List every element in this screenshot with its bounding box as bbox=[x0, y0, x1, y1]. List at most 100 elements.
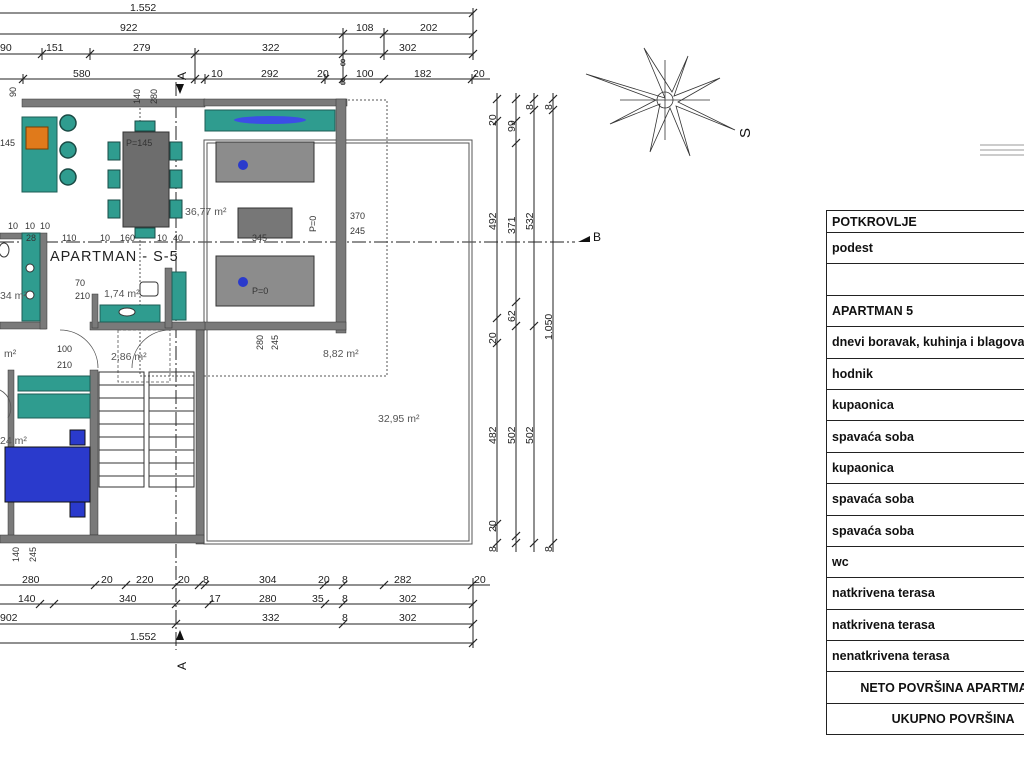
dim-r1-1: 492 bbox=[487, 212, 499, 230]
dim-misc-245b: 245 bbox=[270, 335, 280, 350]
dim-misc-100: 100 bbox=[57, 344, 72, 354]
table-cell-label: spavaća soba bbox=[825, 420, 1024, 453]
dim-mid-1: 10 bbox=[25, 221, 35, 231]
top-dimension-ticks bbox=[18, 8, 478, 84]
table-row: natkrivena terasa bbox=[825, 608, 1024, 642]
area-terrace-open: 32,95 m² bbox=[378, 413, 420, 425]
guitar-icons bbox=[238, 160, 248, 287]
table-header: POTKROVLJE bbox=[825, 210, 1024, 233]
decorative-lines bbox=[980, 144, 1024, 156]
dim-mid-6: 160 bbox=[120, 233, 135, 243]
dim-b3-0: 902 bbox=[0, 612, 18, 624]
dim-top-row4-0: 580 bbox=[73, 68, 91, 80]
apartment-title: APARTMAN - S-5 bbox=[50, 249, 179, 265]
dim-r4-0: 8 bbox=[543, 104, 555, 110]
table-row: APARTMAN 5 bbox=[825, 294, 1024, 328]
table-cell-label: hodnik bbox=[825, 357, 1024, 390]
dim-int-145: 145 bbox=[0, 138, 15, 148]
dim-misc-370: 370 bbox=[350, 211, 365, 221]
dim-top-row3-4: 8 bbox=[340, 57, 346, 69]
dim-mid-8: 40 bbox=[173, 233, 183, 243]
dim-r4-1: 1.050 bbox=[543, 314, 555, 340]
table-row: kupaonica bbox=[825, 451, 1024, 485]
stair-treads bbox=[99, 384, 194, 477]
bathroom-fixtures bbox=[0, 242, 159, 317]
dim-b3-3: 302 bbox=[399, 612, 417, 624]
dim-b2-3: 280 bbox=[259, 593, 277, 605]
bar-stools bbox=[59, 114, 77, 186]
right-dimension-ticks bbox=[492, 94, 558, 548]
dim-mid-3: 28 bbox=[26, 233, 36, 243]
dim-b2-5: 8 bbox=[342, 593, 348, 605]
dim-top-row3-0: 90 bbox=[0, 42, 12, 54]
dim-b1-3: 20 bbox=[178, 574, 190, 586]
table-row: hodnik bbox=[825, 357, 1024, 390]
coffee-table bbox=[237, 207, 293, 239]
dim-r1-3: 482 bbox=[487, 426, 499, 444]
right-dimension-lines bbox=[496, 93, 554, 552]
table-cell-label: natkrivena terasa bbox=[825, 608, 1024, 642]
lamp-glow bbox=[234, 116, 306, 124]
section-b-label: B bbox=[593, 230, 601, 244]
dim-b1-7: 8 bbox=[342, 574, 348, 586]
dim-r3-0: 8 bbox=[524, 104, 536, 110]
area-room-left: m² bbox=[4, 348, 17, 360]
table-cell-label: natkrivena terasa bbox=[825, 577, 1024, 610]
label-p0-a: P=0 bbox=[308, 216, 318, 232]
dim-mid-2: 10 bbox=[40, 221, 50, 231]
dim-int-140: 140 bbox=[132, 89, 142, 104]
dim-b1-2: 220 bbox=[136, 574, 154, 586]
stairs bbox=[98, 371, 195, 488]
stove-icon bbox=[25, 126, 49, 150]
dim-r3-1: 532 bbox=[524, 212, 536, 230]
section-a-label-bottom: A bbox=[175, 662, 189, 670]
dim-misc-140: 140 bbox=[11, 547, 21, 562]
table-row: NETO POVRŠINA APARTMANA bbox=[825, 671, 1024, 704]
dim-top-row2-2: 202 bbox=[420, 22, 438, 34]
dim-top-row4-5: 100 bbox=[356, 68, 374, 80]
dim-misc-280: 280 bbox=[255, 335, 265, 350]
section-a-arrow-top bbox=[176, 84, 184, 94]
dining-chairs bbox=[107, 120, 183, 239]
dim-b2-6: 302 bbox=[399, 593, 417, 605]
table-row: spavaća soba bbox=[825, 514, 1024, 547]
dim-r2-0: 99 bbox=[506, 120, 518, 132]
dim-misc-70: 70 bbox=[75, 278, 85, 288]
dim-b1-8: 282 bbox=[394, 574, 412, 586]
dim-misc-210: 210 bbox=[75, 291, 90, 301]
table-row: wc bbox=[825, 545, 1024, 579]
dim-top-row4-1: 10 bbox=[211, 68, 223, 80]
dim-int-90: 90 bbox=[8, 87, 18, 97]
dining-table bbox=[122, 131, 170, 228]
table-cell-label: kupaonica bbox=[825, 388, 1024, 422]
dim-top-row4-3: 20 bbox=[317, 68, 329, 80]
dim-top-row2-1: 108 bbox=[356, 22, 374, 34]
dim-b3-2: 8 bbox=[342, 612, 348, 624]
dim-top-row4-2: 292 bbox=[261, 68, 279, 80]
dim-mid-0: 10 bbox=[8, 221, 18, 231]
dim-top-row4-4: 8 bbox=[340, 76, 346, 88]
dim-b1-4: 8 bbox=[203, 574, 209, 586]
dim-top-row3-3: 322 bbox=[262, 42, 280, 54]
area-hall: 2,86 m² bbox=[111, 351, 147, 363]
table-cell-label: kupaonica bbox=[825, 451, 1024, 485]
dim-mid-7: 10 bbox=[157, 233, 167, 243]
table-cell-label: NETO POVRŠINA APARTMANA bbox=[825, 671, 1024, 704]
dim-top-row4-7: 20 bbox=[473, 68, 485, 80]
table-row: natkrivena terasa bbox=[825, 577, 1024, 610]
dim-r1-4: 20 bbox=[487, 520, 499, 532]
table-row: spavaća soba bbox=[825, 483, 1024, 516]
table-row: kupaonica bbox=[825, 388, 1024, 422]
dim-top-row3-1: 151 bbox=[46, 42, 64, 54]
table-cell-label: nenatkrivena terasa bbox=[825, 640, 1024, 673]
dim-mid-5: 10 bbox=[100, 233, 110, 243]
sofas bbox=[215, 141, 315, 307]
dim-misc-210b: 210 bbox=[57, 360, 72, 370]
section-b-arrow bbox=[578, 236, 590, 242]
dim-r1-5: 8 bbox=[487, 546, 499, 552]
door-swings bbox=[0, 329, 171, 419]
area-terrace-covered: 8,82 m² bbox=[323, 348, 359, 360]
dim-bottom-total: 1.552 bbox=[130, 631, 156, 643]
